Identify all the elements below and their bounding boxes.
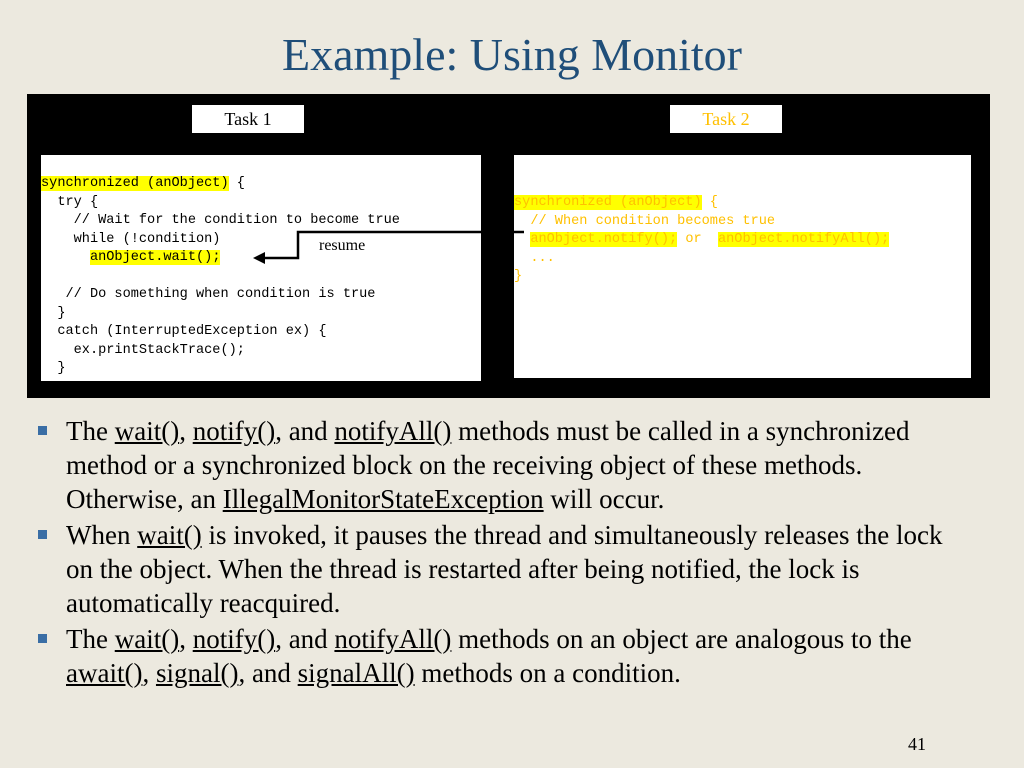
bullet-text: methods on a condition. bbox=[414, 658, 681, 688]
bullet-square-icon bbox=[38, 530, 47, 539]
bullet-text: , and bbox=[275, 624, 335, 654]
task2-code: synchronized (anObject) { // When condit… bbox=[514, 194, 890, 287]
code-line: or bbox=[677, 232, 718, 247]
bullet-square-icon bbox=[38, 634, 47, 643]
resume-arrow-icon bbox=[253, 230, 524, 264]
page-number: 41 bbox=[908, 734, 926, 754]
code-line: synchronized (anObject) bbox=[514, 195, 702, 210]
bullet-text: , bbox=[179, 416, 193, 446]
code-line: synchronized (anObject) bbox=[41, 176, 229, 191]
bullet-text: , and bbox=[275, 416, 335, 446]
task1-code-box: synchronized (anObject) { try { // Wait … bbox=[41, 155, 481, 381]
task2-code-box: synchronized (anObject) { // When condit… bbox=[514, 155, 971, 378]
bullet-text: , bbox=[179, 624, 193, 654]
list-item: The wait(), notify(), and notifyAll() me… bbox=[36, 622, 976, 690]
method-term: signal() bbox=[155, 658, 239, 688]
code-line: } bbox=[41, 361, 66, 376]
bullet-square-icon bbox=[38, 426, 47, 435]
exception-term: IllegalMonitorStateException bbox=[222, 484, 544, 514]
method-term: wait() bbox=[137, 520, 202, 550]
bullet-text: , bbox=[142, 658, 156, 688]
code-line: catch (InterruptedException ex) { bbox=[41, 324, 327, 339]
code-line: // When condition becomes true bbox=[514, 213, 776, 229]
slide-title: Example: Using Monitor bbox=[282, 29, 742, 80]
bullet-text: The bbox=[66, 624, 115, 654]
bullet-text: The bbox=[66, 416, 115, 446]
code-line: } bbox=[514, 269, 523, 284]
bullet-list: The wait(), notify(), and notifyAll() me… bbox=[36, 414, 976, 692]
list-item: The wait(), notify(), and notifyAll() me… bbox=[36, 414, 976, 516]
code-line: anObject.notifyAll(); bbox=[717, 232, 890, 247]
method-term: wait() bbox=[114, 624, 180, 654]
method-term: wait() bbox=[114, 416, 180, 446]
code-line: anObject.notify(); bbox=[530, 232, 678, 247]
bullet-text: When bbox=[66, 520, 138, 550]
code-line: while (!condition) bbox=[41, 231, 221, 247]
code-line: try { bbox=[41, 194, 99, 210]
bullet-text: methods must be called in a synchronized… bbox=[66, 416, 910, 514]
code-line: anObject.wait(); bbox=[89, 250, 221, 265]
bullet-text: methods on an object are analogous to th… bbox=[451, 624, 912, 654]
method-term: notifyAll() bbox=[334, 624, 452, 654]
task1-code: synchronized (anObject) { try { // Wait … bbox=[41, 175, 400, 379]
method-term: signalAll() bbox=[297, 658, 415, 688]
code-line: { bbox=[228, 176, 245, 191]
method-term: await() bbox=[66, 658, 143, 688]
code-line: // Do something when condition is true bbox=[41, 287, 376, 302]
task1-label: Task 1 bbox=[192, 105, 304, 133]
bullet-text: , and bbox=[238, 658, 298, 688]
task2-label: Task 2 bbox=[670, 105, 782, 133]
code-line: ... bbox=[514, 250, 555, 266]
method-term: notify() bbox=[192, 416, 276, 446]
code-line: { bbox=[701, 195, 718, 210]
code-line: // Wait for the condition to become true bbox=[41, 213, 400, 228]
bullet-text: is invoked, it pauses the thread and sim… bbox=[66, 520, 943, 618]
list-item: When wait() is invoked, it pauses the th… bbox=[36, 518, 976, 620]
method-term: notify() bbox=[192, 624, 276, 654]
code-line: ex.printStackTrace(); bbox=[41, 342, 245, 358]
code-panel: Task 1 Task 2 synchronized (anObject) { … bbox=[27, 94, 990, 398]
method-term: notifyAll() bbox=[334, 416, 452, 446]
bullet-text: will occur. bbox=[543, 484, 665, 514]
code-line: } bbox=[41, 305, 66, 321]
resume-label: resume bbox=[319, 237, 366, 254]
